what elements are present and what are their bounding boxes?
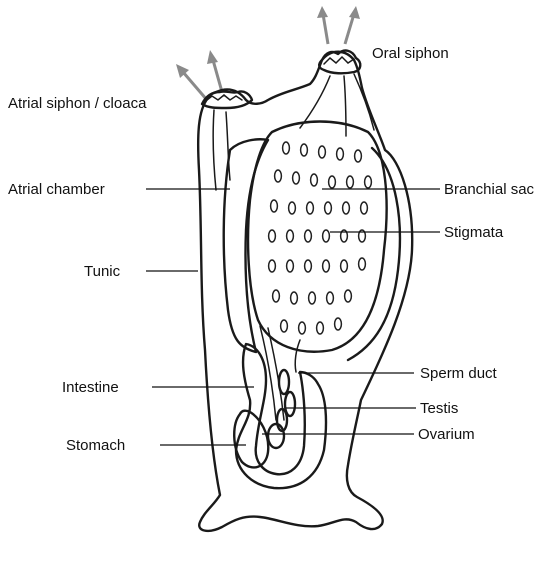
- label-intestine: Intestine: [62, 379, 119, 396]
- tunic-body: [198, 52, 412, 531]
- oral-siphon-ridges: [324, 57, 354, 64]
- label-testis: Testis: [420, 400, 458, 417]
- label-stigmata: Stigmata: [444, 224, 504, 241]
- atrial-chamber-wall: [224, 139, 268, 352]
- label-stomach: Stomach: [66, 437, 125, 454]
- label-sperm-duct: Sperm duct: [420, 365, 498, 382]
- label-atrial-siphon: Atrial siphon / cloaca: [8, 95, 147, 112]
- testis-lobe-1: [279, 370, 289, 394]
- atrial-siphon-ridges: [207, 95, 242, 100]
- inflow-arrows: [317, 6, 360, 44]
- label-tunic: Tunic: [84, 263, 121, 280]
- label-ovarium: Ovarium: [418, 426, 475, 443]
- ovarium-mass: [268, 424, 284, 448]
- stigmata-pores: [269, 142, 372, 334]
- label-atrial-chamber: Atrial chamber: [8, 181, 105, 198]
- label-branchial-sac: Branchial sac: [444, 181, 535, 198]
- leader-lines: [146, 189, 440, 445]
- label-oral-siphon: Oral siphon: [372, 45, 449, 62]
